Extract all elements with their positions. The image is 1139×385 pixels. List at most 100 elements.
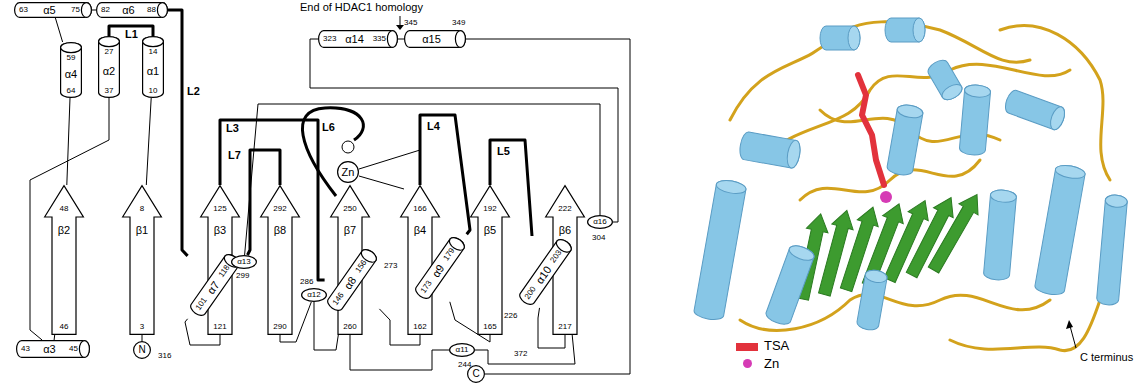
annotation: C terminus bbox=[1080, 352, 1133, 363]
element-label: α8 bbox=[342, 275, 358, 292]
element-label: α1 bbox=[147, 66, 159, 77]
element-label: N bbox=[138, 345, 145, 355]
backbone-connector bbox=[350, 335, 449, 370]
helix-cylinder bbox=[738, 131, 802, 169]
residue-number: 323 bbox=[323, 35, 336, 43]
residue-number: 88 bbox=[147, 6, 156, 14]
helix-cylinder bbox=[959, 84, 991, 156]
zinc-ion bbox=[880, 191, 892, 203]
topology-extras bbox=[302, 16, 420, 196]
alpha-helix: 59α464 bbox=[60, 42, 82, 98]
residue-number: 48 bbox=[44, 205, 84, 213]
residue-number: 304 bbox=[592, 234, 605, 242]
element-label: β3 bbox=[200, 225, 240, 236]
residue-number: 165 bbox=[470, 323, 510, 331]
helix-cylinder bbox=[925, 57, 964, 103]
alpha-helix: α15 bbox=[404, 30, 466, 48]
legend-text: Zn bbox=[764, 357, 779, 370]
alpha-helix: 43 α3 45 bbox=[16, 340, 90, 358]
element-label: β2 bbox=[44, 225, 84, 236]
residue-number: 173 bbox=[420, 279, 434, 295]
helix-cylinder bbox=[764, 243, 816, 327]
loop-label: L5 bbox=[497, 146, 510, 157]
zinc-ligand-line bbox=[359, 176, 404, 189]
residue-number: 121 bbox=[200, 323, 240, 331]
terminus-circle: N bbox=[133, 341, 151, 359]
residue-number: 8 bbox=[122, 205, 162, 213]
element-label: α14 bbox=[345, 34, 364, 45]
residue-number: 192 bbox=[470, 205, 510, 213]
residue-number: 146 bbox=[332, 291, 346, 307]
loop-label: L1 bbox=[125, 29, 138, 40]
backbone-connector bbox=[92, 10, 96, 11]
element-label: α5 bbox=[43, 5, 55, 16]
tsa-ligand bbox=[858, 75, 884, 185]
backbone-connector bbox=[67, 98, 70, 185]
helices bbox=[693, 18, 1128, 331]
residue-number: 166 bbox=[400, 205, 440, 213]
residue-number: 46 bbox=[44, 323, 84, 331]
residue-number: 75 bbox=[71, 6, 80, 14]
loop-connector bbox=[168, 10, 188, 256]
element-label: α13 bbox=[237, 258, 251, 266]
residue-number: 335 bbox=[373, 35, 386, 43]
element-label: α11 bbox=[456, 346, 469, 354]
element-label: C bbox=[472, 369, 479, 379]
element-label: β6 bbox=[545, 225, 585, 236]
element-label: β1 bbox=[122, 225, 162, 236]
zinc-ligand-line bbox=[359, 150, 420, 169]
element-label: α6 bbox=[122, 5, 134, 16]
helix-cylinder bbox=[885, 18, 925, 42]
residue-number: 203 bbox=[549, 249, 563, 265]
small-circle bbox=[342, 141, 354, 153]
residue-number: 118 bbox=[218, 264, 232, 279]
residue-number: 292 bbox=[260, 205, 300, 213]
element-label: Zn bbox=[342, 167, 355, 178]
backbone-connector bbox=[142, 335, 143, 341]
residue-number: 45 bbox=[69, 345, 78, 353]
residue-number: 64 bbox=[67, 87, 76, 95]
residue-number: 37 bbox=[105, 87, 114, 95]
pointer-head bbox=[1066, 320, 1073, 329]
residue-number: 244 bbox=[458, 361, 471, 369]
residue-number: 43 bbox=[21, 345, 30, 353]
beta-strand: 48 β2 46 bbox=[44, 185, 84, 335]
beta-strand: 8β13 bbox=[122, 185, 162, 335]
residue-number: 316 bbox=[158, 352, 171, 360]
residue-number: 14 bbox=[149, 48, 158, 56]
residue-number: 101 bbox=[195, 296, 209, 312]
residue-number: 260 bbox=[330, 323, 370, 331]
residue-number: 63 bbox=[19, 6, 28, 14]
loop-label: L3 bbox=[226, 123, 239, 134]
element-label: α7 bbox=[205, 279, 221, 296]
helix-cylinder bbox=[693, 178, 747, 321]
legend-swatch bbox=[736, 343, 758, 351]
residue-number: 27 bbox=[105, 48, 114, 56]
alpha-helix: 63 α5 75 bbox=[14, 2, 92, 18]
element-label: α15 bbox=[422, 34, 441, 45]
alpha-helix: 82α688 bbox=[96, 2, 168, 18]
residue-number: 349 bbox=[452, 19, 465, 27]
residue-number: 10 bbox=[149, 87, 158, 95]
beta-sheet bbox=[792, 189, 987, 301]
element-label: α12 bbox=[307, 291, 321, 299]
helix-cylinder bbox=[820, 26, 860, 50]
backbone-connector bbox=[30, 98, 109, 340]
beta-strand bbox=[924, 189, 987, 275]
alpha-helix: α12 bbox=[301, 288, 327, 302]
legend-text: TSA bbox=[764, 339, 789, 352]
helix-cylinder bbox=[1096, 194, 1128, 305]
element-label: β8 bbox=[260, 225, 300, 236]
terminus-circle: Zn bbox=[337, 161, 359, 183]
element-label: α2 bbox=[103, 66, 115, 77]
residue-number: 290 bbox=[260, 323, 300, 331]
residue-number: 299 bbox=[236, 272, 249, 280]
backbone-connector bbox=[245, 104, 600, 255]
residue-number: 286 bbox=[300, 278, 313, 286]
element-label: β4 bbox=[400, 225, 440, 236]
residue-number: 345 bbox=[404, 19, 417, 27]
coil bbox=[730, 22, 1110, 351]
residue-number: 273 bbox=[384, 262, 397, 270]
element-label: α3 bbox=[43, 344, 55, 355]
residue-number: 222 bbox=[545, 205, 585, 213]
